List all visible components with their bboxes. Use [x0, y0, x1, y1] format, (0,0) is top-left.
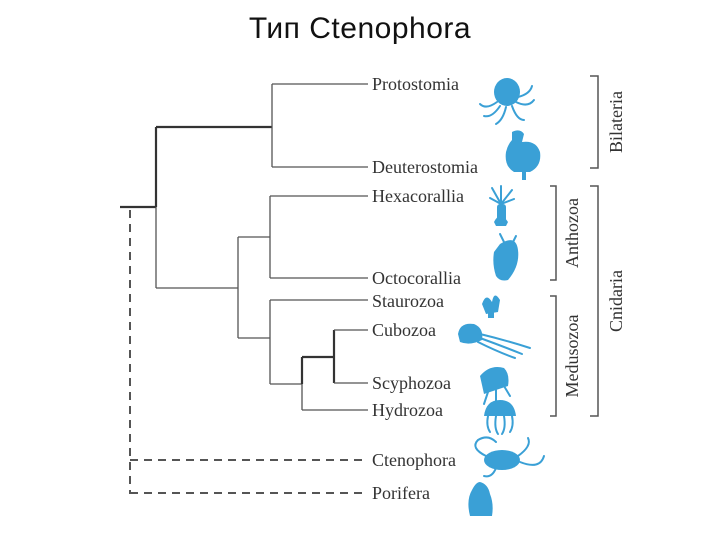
hydrozoan-jellyfish-icon: [484, 400, 516, 435]
taxon-label-octocorallia: Octocorallia: [372, 268, 461, 288]
group-label-anthozoa: Anthozoa: [562, 198, 582, 268]
sponge-icon: [468, 482, 493, 516]
taxon-label-porifera: Porifera: [372, 483, 430, 503]
rooster-icon: [505, 130, 541, 180]
bracket-bilateria: [590, 75, 599, 169]
tree-branches: [120, 83, 368, 494]
taxon-label-deuterostomia: Deuterostomia: [372, 157, 478, 177]
taxon-label-protostomia: Protostomia: [372, 74, 459, 94]
group-label-bilateria: Bilateria: [606, 91, 626, 153]
taxon-label-hexacorallia: Hexacorallia: [372, 186, 464, 206]
page-title: Тип Ctenophora: [248, 12, 472, 45]
box-jellyfish-icon: [458, 323, 531, 359]
taxon-label-scyphozoa: Scyphozoa: [372, 373, 451, 393]
group-label-cnidaria: Cnidaria: [606, 270, 626, 332]
taxon-label-cubozoa: Cubozoa: [372, 320, 436, 340]
comb-jelly-icon: [474, 436, 545, 478]
stalked-jellyfish-icon: [482, 295, 500, 318]
scyphozoan-jellyfish-icon: [480, 367, 511, 405]
soft-coral-icon: [493, 233, 519, 281]
group-label-medusozoa: Medusozoa: [562, 315, 582, 398]
sea-anemone-icon: [489, 185, 515, 226]
taxon-label-ctenophora: Ctenophora: [372, 450, 456, 470]
bracket-anthozoa: [550, 185, 557, 281]
octopus-icon: [479, 78, 535, 125]
bracket-medusozoa: [550, 295, 557, 417]
taxon-label-staurozoa: Staurozoa: [372, 291, 444, 311]
taxon-label-hydrozoa: Hydrozoa: [372, 400, 443, 420]
bracket-cnidaria: [590, 185, 599, 417]
